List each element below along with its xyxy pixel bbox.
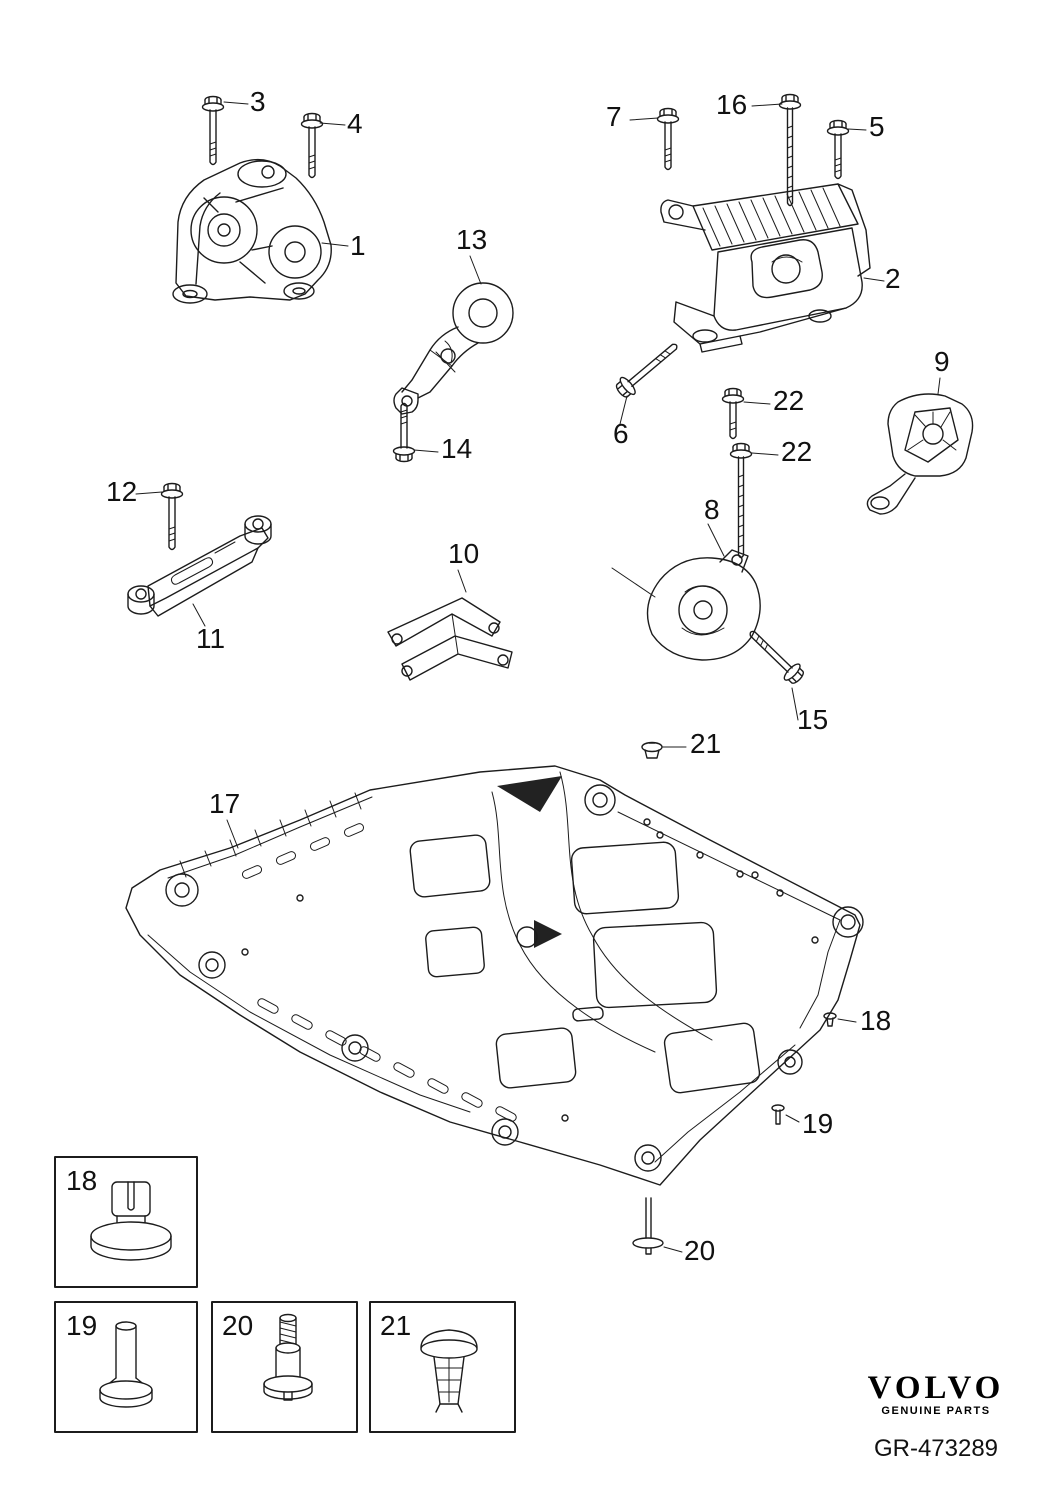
inset-label-21: 21 (380, 1310, 411, 1341)
part-8-mount (611, 549, 761, 661)
bolt-5 (826, 119, 850, 180)
part-9-mount (866, 393, 974, 515)
fastener-21 (641, 741, 663, 759)
callout-12: 12 (106, 476, 137, 507)
footer: VOLVO GENUINE PARTS GR-473289 (868, 1370, 1005, 1462)
volvo-logo: VOLVO (868, 1370, 1005, 1406)
callout-8: 8 (704, 494, 720, 525)
callout-7: 7 (606, 101, 622, 132)
bolt-7 (656, 107, 680, 171)
callout-4: 4 (347, 108, 363, 139)
fastener-20 (632, 1197, 664, 1255)
fastener-19 (771, 1104, 785, 1125)
leader-lines (135, 101, 941, 1253)
inset-box-19 (54, 1301, 198, 1433)
callout-21: 21 (690, 728, 721, 759)
part-2-engine-mount-left (660, 183, 871, 353)
part-13-torque-rod (393, 282, 514, 415)
part-11-bracket (127, 515, 272, 617)
part-17-skid-plate (125, 765, 864, 1186)
bolt-22-upper (721, 387, 745, 440)
part-10-bracket (387, 597, 513, 681)
bolt-15 (749, 630, 808, 688)
callout-5: 5 (869, 111, 885, 142)
inset-box-20 (211, 1301, 358, 1433)
callout-10: 10 (448, 538, 479, 569)
callouts: 3 4 1 13 7 16 5 2 9 22 22 6 14 12 8 10 1… (106, 86, 950, 1266)
callout-16: 16 (716, 89, 747, 120)
callout-22-lower: 22 (781, 436, 812, 467)
bolt-4 (300, 112, 324, 179)
part-1-engine-mount-right (172, 158, 332, 304)
callout-2: 2 (885, 263, 901, 294)
callout-18: 18 (860, 1005, 891, 1036)
callout-9: 9 (934, 346, 950, 377)
fastener-18 (823, 1012, 837, 1027)
bolt-12 (160, 482, 184, 551)
callout-17: 17 (209, 788, 240, 819)
callout-1: 1 (350, 230, 366, 261)
inset-label-18: 18 (66, 1165, 97, 1196)
callout-15: 15 (797, 704, 828, 735)
callout-13: 13 (456, 224, 487, 255)
callout-22-upper: 22 (773, 385, 804, 416)
callout-14: 14 (441, 433, 472, 464)
callout-19: 19 (802, 1108, 833, 1139)
callout-6: 6 (613, 418, 629, 449)
callout-3: 3 (250, 86, 266, 117)
callout-11: 11 (196, 623, 225, 654)
drawing-reference: GR-473289 (874, 1435, 998, 1462)
bolt-14 (392, 402, 416, 463)
bolt-16 (778, 93, 802, 207)
brand-subtitle: GENUINE PARTS (881, 1405, 990, 1417)
bolt-3 (201, 95, 225, 166)
bolt-22-lower (729, 442, 753, 559)
inset-label-19: 19 (66, 1310, 97, 1341)
callout-20: 20 (684, 1235, 715, 1266)
inset-label-20: 20 (222, 1310, 253, 1341)
inset-box-21 (369, 1301, 516, 1433)
inset-box-18 (54, 1156, 198, 1288)
bolt-6 (612, 343, 678, 402)
